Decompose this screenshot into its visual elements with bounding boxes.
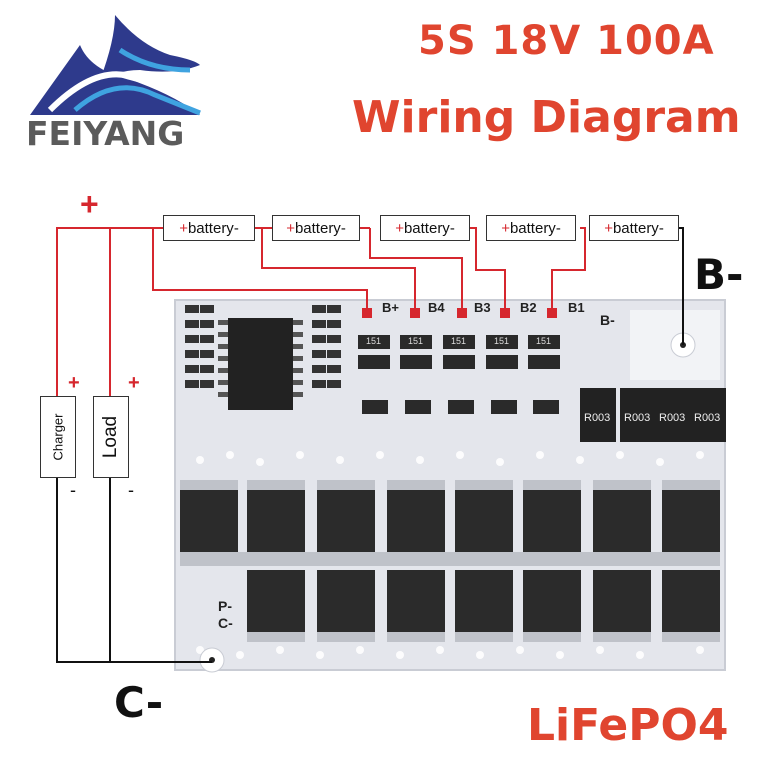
- small-resistor-5: 151: [536, 336, 552, 346]
- charger-label: Charger: [50, 413, 66, 461]
- shunt-resistor-1: R003: [584, 412, 611, 424]
- battery-5: +battery-: [589, 215, 679, 241]
- battery-4: +battery-: [486, 215, 576, 241]
- small-resistor-2: 151: [408, 336, 424, 346]
- title-line2: Wiring Diagram: [352, 92, 741, 143]
- battery-1: +battery-: [163, 215, 255, 241]
- small-resistor-1: 151: [366, 336, 382, 346]
- shunt-resistor-4: R003: [694, 412, 721, 424]
- bms-board: [174, 299, 726, 673]
- charger-plus-sign: +: [68, 372, 80, 394]
- pad-label-b4: B4: [428, 300, 445, 315]
- pad-label-c-minus: C-: [218, 615, 233, 631]
- load-box: Load: [93, 396, 129, 478]
- pad-label-b1: B1: [568, 300, 585, 315]
- pad-label-b-minus: B-: [600, 312, 615, 328]
- chemistry-label: LiFePO4: [527, 700, 729, 751]
- pad-label-b2: B2: [520, 300, 537, 315]
- title-line1: 5S 18V 100A: [418, 18, 715, 64]
- shunt-resistor-3: R003: [659, 412, 686, 424]
- charger-box: Charger: [40, 396, 76, 478]
- load-plus-sign: +: [128, 372, 140, 394]
- black-wires: [56, 227, 684, 663]
- pad-label-p-minus: P-: [218, 598, 232, 614]
- small-resistor-3: 151: [451, 336, 467, 346]
- red-wires: [56, 227, 586, 408]
- feiyang-logo-icon: [30, 15, 207, 118]
- pad-label-b3: B3: [474, 300, 491, 315]
- load-label: Load: [100, 415, 121, 459]
- positive-bus-sign: +: [80, 186, 99, 222]
- load-minus-sign: -: [128, 480, 134, 500]
- charger-minus-sign: -: [70, 480, 76, 500]
- battery-2: +battery-: [272, 215, 360, 241]
- c-minus-terminal-label: C-: [114, 678, 164, 727]
- small-resistor-4: 151: [494, 336, 510, 346]
- brand-name: FEIYANG: [26, 114, 185, 153]
- pad-label-b-plus: B+: [382, 300, 399, 315]
- b-minus-terminal-label: B-: [694, 250, 744, 299]
- battery-3: +battery-: [380, 215, 470, 241]
- shunt-resistor-2: R003: [624, 412, 651, 424]
